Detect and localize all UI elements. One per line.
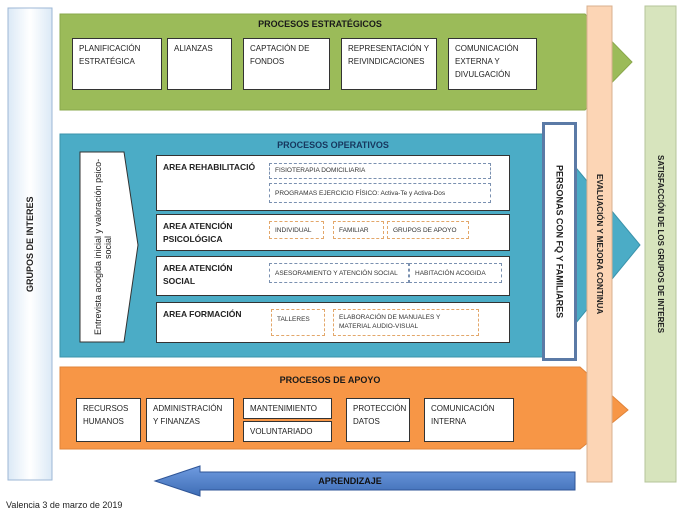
aprendizaje-label: APRENDIZAJE	[318, 476, 382, 486]
area-name: AREA ATENCIÓN SOCIAL	[163, 263, 233, 286]
entry-label: Entrevista acogida inicial y valoración …	[93, 158, 113, 336]
estrategico-item: PLANIFICACIÓN ESTRATÉGICA	[72, 38, 162, 90]
apoyo-item: PROTECCIÓN DATOS	[346, 398, 410, 442]
area-social: AREA ATENCIÓN SOCIAL ASESORAMIENTO Y ATE…	[156, 256, 510, 296]
area-item: ELABORACIÓN DE MANUALES Y MATERIAL AUDIO…	[333, 309, 479, 336]
area-item: GRUPOS DE APOYO	[387, 221, 469, 239]
entry-chevron	[79, 151, 139, 343]
area-item: FISIOTERAPIA DOMICILIARIA	[269, 163, 491, 179]
footer-date: Valencia 3 de marzo de 2019	[6, 500, 123, 510]
area-item: TALLERES	[271, 309, 325, 336]
area-rehabilitacion: AREA REHABILITACIÓ FISIOTERAPIA DOMICILI…	[156, 155, 510, 211]
estrategico-item: ALIANZAS	[167, 38, 232, 90]
evaluacion-label: EVALUACIÓN Y MEJORA CONTINUA	[595, 173, 604, 315]
apoyo-item: ADMINISTRACIÓN Y FINANZAS	[146, 398, 234, 442]
apoyo-title: PROCESOS DE APOYO	[279, 375, 381, 385]
grupos-de-interes-label: GRUPOS DE INTERES	[25, 196, 35, 292]
estrategico-item: REPRESENTACIÓN Y REIVINDICACIONES	[341, 38, 437, 90]
personas-box: PERSONAS CON FQ Y FAMILIARES	[542, 122, 577, 361]
operativos-title: PROCESOS OPERATIVOS	[277, 140, 389, 150]
area-item: INDIVIDUAL	[269, 221, 324, 239]
estrategicos-title: PROCESOS ESTRATÉGICOS	[258, 19, 382, 29]
area-item: PROGRAMAS EJERCICIO FÍSICO: Activa-Te y …	[269, 183, 491, 203]
area-item: ASESORAMIENTO Y ATENCIÓN SOCIAL	[269, 263, 409, 283]
aprendizaje-arrow	[153, 465, 576, 497]
apoyo-item: MANTENIMIENTO	[243, 398, 332, 419]
satisfaccion-column-bg	[644, 5, 677, 483]
apoyo-item: RECURSOS HUMANOS	[76, 398, 141, 442]
apoyo-item: VOLUNTARIADO	[243, 421, 332, 442]
estrategico-item: COMUNICACIÓN EXTERNA Y DIVULGACIÓN	[448, 38, 537, 90]
area-name: AREA FORMACIÓN	[163, 309, 242, 319]
satisfaccion-label: SATISFACCIÓN DE LOS GRUPOS DE INTERES	[656, 154, 665, 334]
area-item: FAMILIAR	[333, 221, 384, 239]
area-name: AREA REHABILITACIÓ	[163, 162, 256, 172]
apoyo-item: COMUNICACIÓN INTERNA	[424, 398, 514, 442]
area-item: HABITACIÓN ACOGIDA	[409, 263, 502, 283]
evaluacion-column-bg	[586, 5, 613, 483]
grupos-column-bg	[7, 7, 53, 481]
area-formacion: AREA FORMACIÓN TALLERES ELABORACIÓN DE M…	[156, 302, 510, 343]
area-psicologica: AREA ATENCIÓN PSICOLÓGICA INDIVIDUAL FAM…	[156, 214, 510, 251]
area-name: AREA ATENCIÓN PSICOLÓGICA	[163, 221, 233, 244]
estrategico-item: CAPTACIÓN DE FONDOS	[243, 38, 330, 90]
